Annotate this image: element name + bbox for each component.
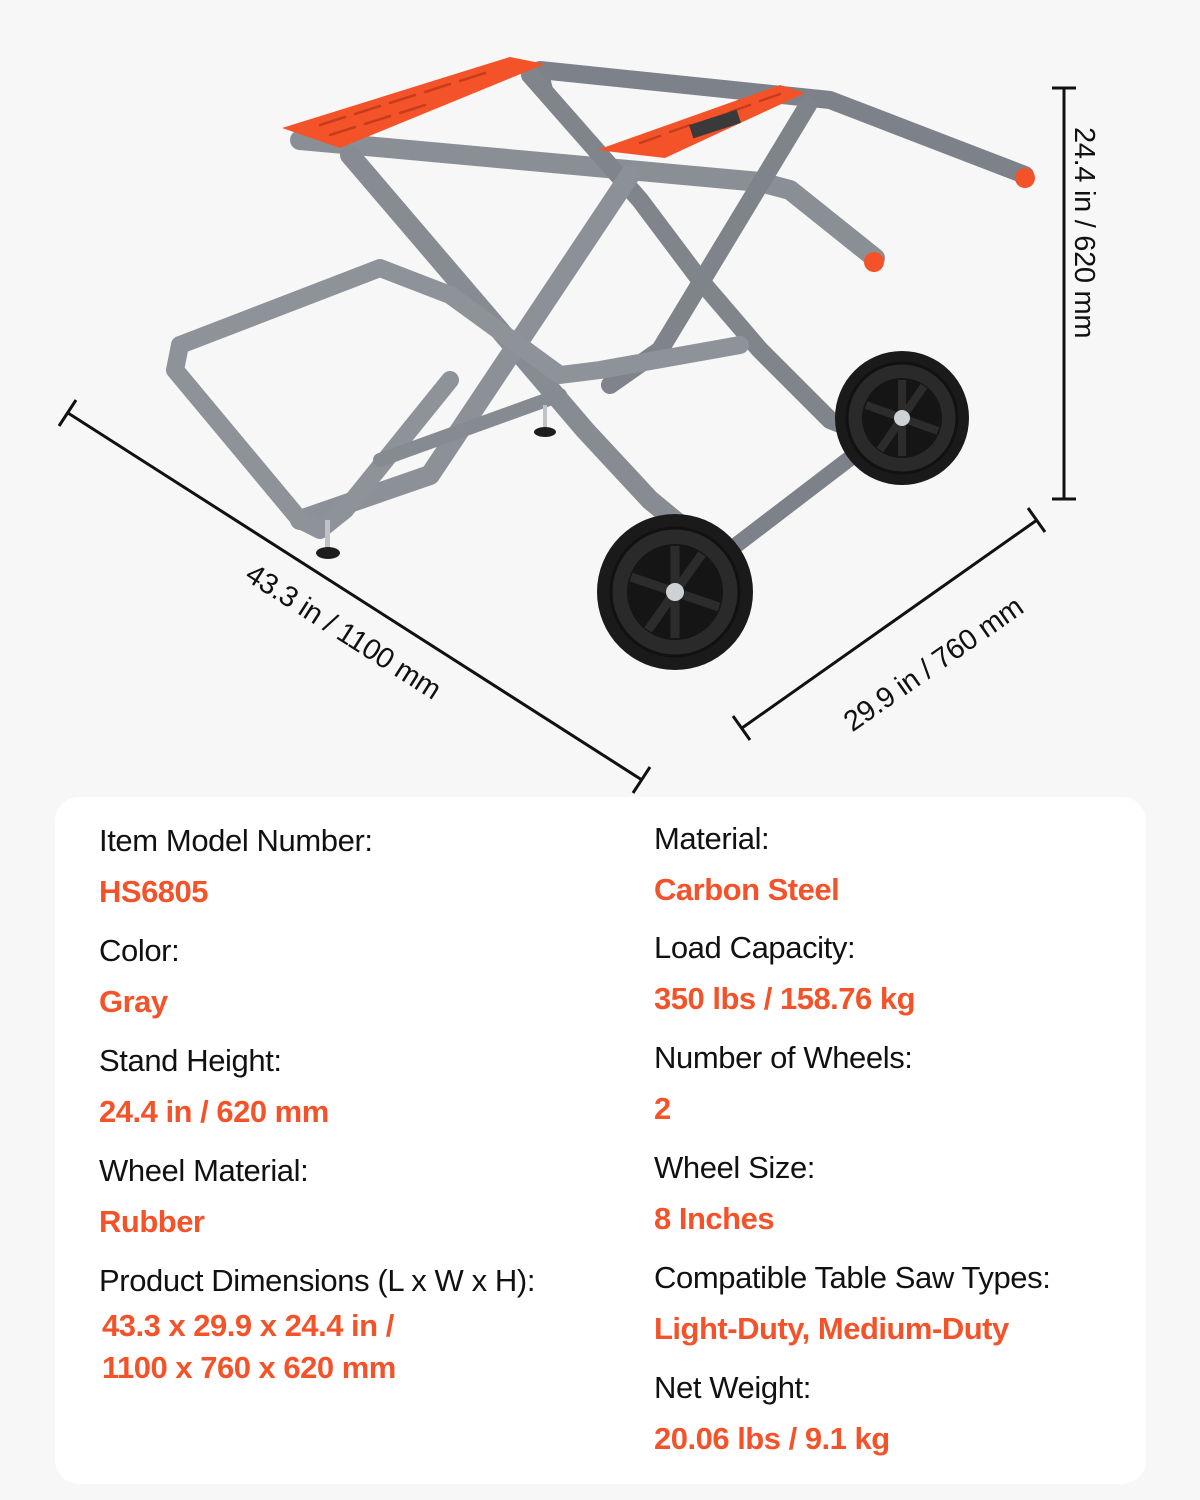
spec-label: Color: [99, 933, 180, 968]
length-dimension-line [67, 411, 643, 782]
left-top-plate [282, 57, 545, 148]
spec-value: 20.06 lbs / 9.1 kg [654, 1421, 890, 1456]
product-figure: 24.4 in / 620 mm 43.3 in / 1100 mm 29.9 … [57, 57, 1100, 794]
width-dimension-line [741, 518, 1038, 730]
handle-cap-icon [1015, 168, 1035, 188]
spec-value: Rubber [99, 1204, 205, 1239]
spec-compatible-saw-types: Compatible Table Saw Types: Light-Duty, … [654, 1258, 1051, 1349]
spec-value-line-2: 1100 x 760 x 620 mm [102, 1350, 396, 1385]
spec-label: Item Model Number: [99, 823, 373, 858]
spec-label: Number of Wheels: [654, 1040, 913, 1075]
height-dimension-label: 24.4 in / 620 mm [1068, 127, 1100, 339]
spec-label: Material: [654, 821, 770, 856]
spec-net-weight: Net Weight: 20.06 lbs / 9.1 kg [654, 1368, 890, 1459]
spec-product-dimensions: Product Dimensions (L x W x H): 43.3 x 2… [99, 1261, 535, 1389]
spec-value: 8 Inches [654, 1201, 775, 1236]
spec-label: Net Weight: [654, 1370, 811, 1405]
spec-material: Material: Carbon Steel [654, 819, 840, 910]
front-wheel-icon [597, 514, 753, 670]
spec-value: 24.4 in / 620 mm [99, 1094, 329, 1129]
leveling-foot-icon [325, 520, 330, 548]
spec-label: Wheel Size: [654, 1150, 815, 1185]
spec-value: Light-Duty, Medium-Duty [654, 1311, 1009, 1346]
spec-label: Stand Height: [99, 1043, 282, 1078]
spec-card: Item Model Number: HS6805 Color: Gray St… [55, 797, 1146, 1484]
spec-value: HS6805 [99, 874, 209, 909]
spec-label: Load Capacity: [654, 930, 856, 965]
spec-wheel-material: Wheel Material: Rubber [99, 1151, 309, 1242]
spec-value: Gray [99, 984, 168, 1019]
spec-value: 2 [654, 1091, 671, 1126]
dimension-lines [57, 86, 1076, 794]
spec-value: 350 lbs / 158.76 kg [654, 981, 916, 1016]
spec-value: Carbon Steel [654, 872, 840, 907]
spec-color: Color: Gray [99, 931, 180, 1022]
saw-stand-illustration [57, 57, 1076, 794]
spec-number-of-wheels: Number of Wheels: 2 [654, 1038, 913, 1129]
spec-model-number: Item Model Number: HS6805 [99, 821, 373, 912]
spec-wheel-size: Wheel Size: 8 Inches [654, 1148, 815, 1239]
spec-value-line-1: 43.3 x 29.9 x 24.4 in / [102, 1308, 394, 1343]
rear-wheel-icon [835, 351, 969, 485]
spec-label: Compatible Table Saw Types: [654, 1260, 1051, 1295]
spec-stand-height: Stand Height: 24.4 in / 620 mm [99, 1041, 329, 1132]
spec-label: Wheel Material: [99, 1153, 309, 1188]
spec-load-capacity: Load Capacity: 350 lbs / 158.76 kg [654, 928, 916, 1019]
spec-label: Product Dimensions (L x W x H): [99, 1263, 536, 1298]
handle-cap-icon [864, 252, 884, 272]
